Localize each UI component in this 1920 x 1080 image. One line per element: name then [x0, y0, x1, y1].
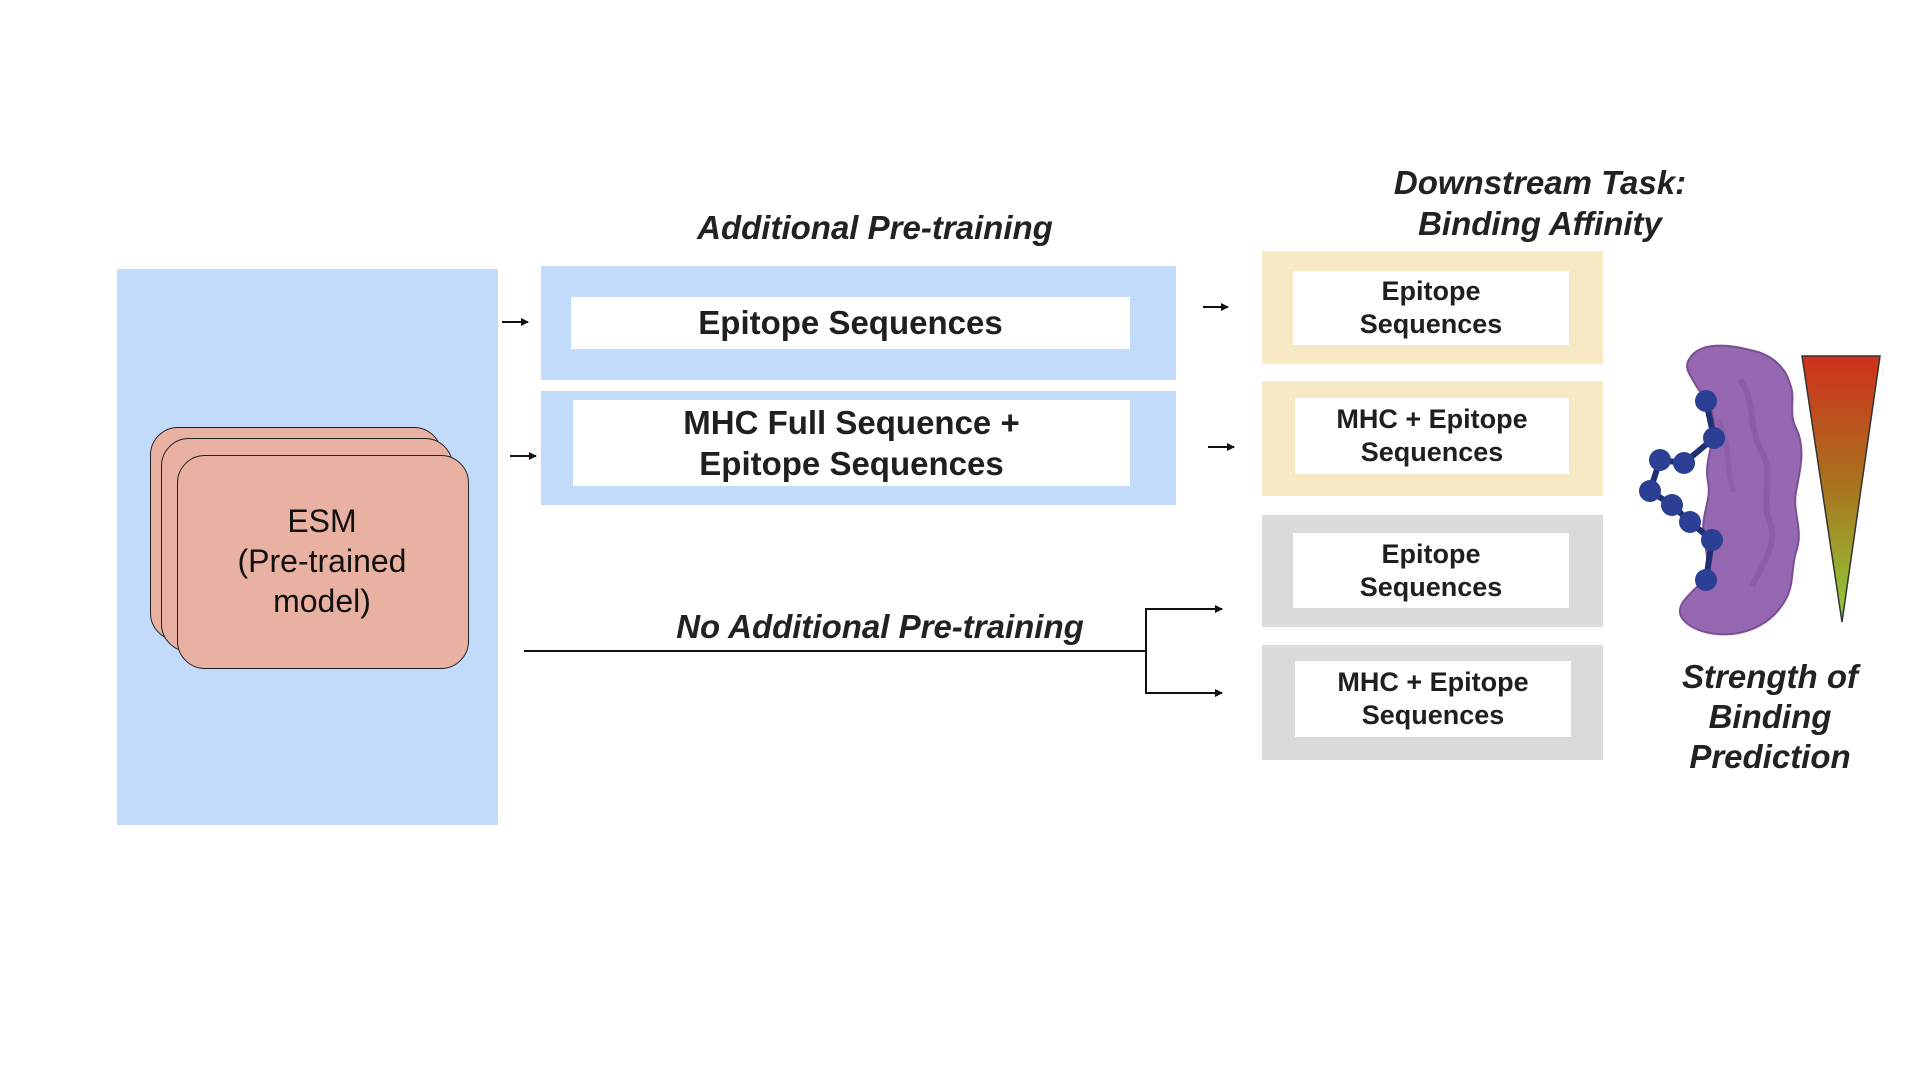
- esm-card-front: [177, 455, 469, 669]
- heading-no-additional-pretraining: No Additional Pre-training: [676, 608, 1084, 645]
- pretrain-box-epitope: Epitope Sequences: [571, 297, 1130, 349]
- esm-label: ESM (Pre-trained model): [237, 503, 407, 619]
- binding-strength-gradient-wedge: [1801, 355, 1881, 623]
- downstream-box-epitope-baseline: Epitope Sequences: [1293, 533, 1569, 608]
- peptide-chain-icon: [1639, 390, 1725, 591]
- heading-downstream-task: Downstream Task: Binding Affinity: [1393, 164, 1687, 242]
- downstream-box-mhc-epitope-pretrained: MHC + Epitope Sequences: [1295, 398, 1569, 474]
- downstream-box-mhc-epitope-baseline: MHC + Epitope Sequences: [1295, 661, 1571, 737]
- protein-illustration: [1679, 344, 1803, 636]
- heading-additional-pretraining: Additional Pre-training: [697, 209, 1053, 246]
- downstream-box-epitope-pretrained: Epitope Sequences: [1293, 271, 1569, 345]
- heading-strength-of-binding: Strength of Binding Prediction: [1682, 658, 1858, 775]
- pretrain-box-mhc-epitope: MHC Full Sequence + Epitope Sequences: [573, 400, 1130, 486]
